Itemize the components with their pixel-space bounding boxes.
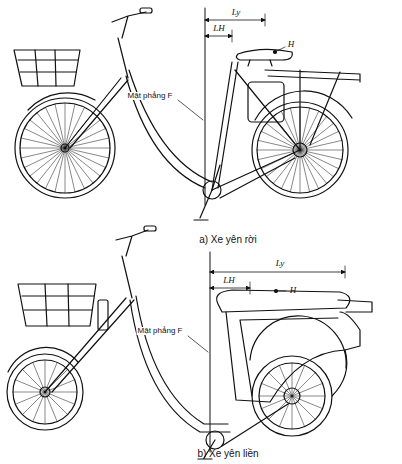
wheel-spoke	[292, 383, 323, 396]
wheel-spoke	[15, 392, 45, 404]
wheel-spoke	[292, 396, 293, 429]
figure-caption: a) Xe yên rời	[199, 235, 257, 245]
wheel-spoke	[300, 150, 339, 169]
wheel-spoke	[65, 148, 110, 149]
wheel-spoke	[21, 148, 65, 158]
wheel-spoke	[261, 131, 300, 150]
wheel-spoke	[45, 360, 46, 392]
wheel-spoke	[45, 392, 68, 415]
wheel-spoke	[33, 362, 45, 392]
wheel-spoke	[46, 148, 66, 189]
plane-label: Mặt phẳng F	[137, 327, 184, 335]
figure-caption: b) Xe yên liền	[197, 449, 258, 459]
wheel-spoke	[25, 129, 66, 149]
wheel-spoke	[292, 396, 315, 419]
wheel-spoke	[292, 363, 293, 396]
wheel-spoke	[269, 373, 292, 396]
wheel-spoke	[22, 392, 45, 415]
wheel-spoke	[292, 396, 305, 427]
wheel-spoke	[300, 150, 319, 189]
wheel-spoke	[259, 396, 292, 397]
wheel-spoke	[300, 131, 339, 150]
wheel-spoke	[65, 103, 66, 148]
wheel-spoke	[45, 392, 57, 422]
dimension-label: LH	[223, 276, 235, 285]
wheel-spoke	[65, 148, 85, 189]
dimension-label: Ly	[232, 8, 241, 17]
plane-label: Mặt phẳng F	[127, 92, 174, 100]
wheel-spoke	[13, 392, 45, 393]
wheel-spoke	[300, 150, 310, 192]
dimension-label: Ly	[276, 259, 285, 268]
wheel-spoke	[257, 150, 300, 151]
wheel-spoke	[46, 108, 66, 149]
point-label: H	[288, 40, 295, 49]
wheel-spoke	[281, 150, 300, 189]
wheel-spoke	[300, 150, 343, 151]
wheel-spoke	[45, 392, 77, 393]
wheel-spoke	[45, 392, 46, 424]
wheel-spoke	[65, 148, 75, 192]
wheel-spoke	[65, 129, 106, 149]
wheel-spoke	[45, 380, 75, 392]
wheel-spoke	[20, 148, 65, 149]
wheel-spoke	[300, 140, 342, 150]
dimension-label: LH	[213, 24, 225, 33]
wheel-spoke	[65, 148, 106, 168]
wheel-spoke	[292, 373, 315, 396]
wheel-spoke	[292, 396, 325, 397]
point-label: H	[290, 286, 297, 295]
wheel-spoke	[22, 369, 45, 392]
wheel-spoke	[25, 148, 66, 168]
wheel-spoke	[300, 150, 301, 193]
wheel-spoke	[65, 148, 66, 193]
wheel-spoke	[55, 104, 65, 148]
